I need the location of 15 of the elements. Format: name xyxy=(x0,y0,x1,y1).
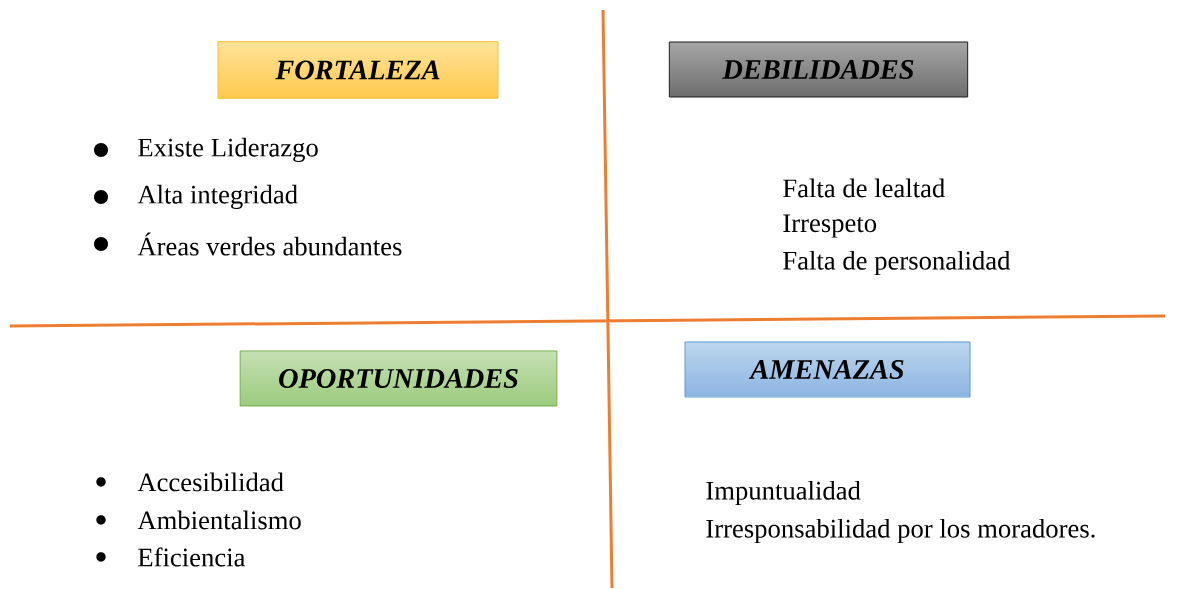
list-item: Falta de lealtad xyxy=(783,178,945,198)
list-item: Falta de personalidad xyxy=(783,250,1011,276)
list-item: Ambientalismo xyxy=(137,510,301,530)
list-item: Eficiencia xyxy=(138,547,246,567)
list-item: Irrespeto xyxy=(783,214,877,238)
heading-box: AMENAZAS xyxy=(684,341,971,398)
list-item: Irresponsabilidad por los moradores. xyxy=(706,518,1095,544)
list-item: Áreas verdes abundantes xyxy=(137,232,402,256)
list-item: Existe Liderazgo xyxy=(138,137,318,163)
heading-box: DEBILIDADES xyxy=(668,41,969,98)
heading-box: FORTALEZA xyxy=(217,41,499,99)
list-item: Alta integridad xyxy=(137,184,298,210)
list-item: Impuntualidad xyxy=(706,480,861,506)
list-item: Accesibilidad xyxy=(137,472,284,492)
heading-box: OPORTUNIDADES xyxy=(239,350,558,407)
